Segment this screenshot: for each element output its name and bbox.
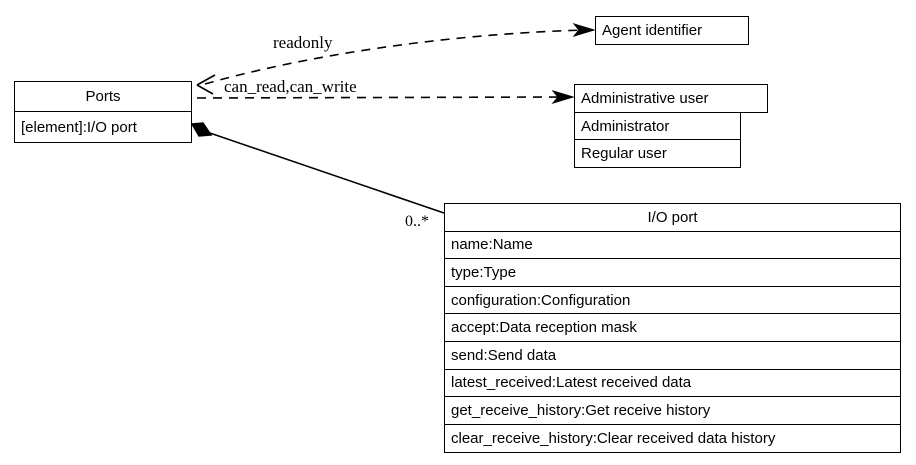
edge-composition-line (203, 130, 445, 214)
class-box-administrative-user[interactable]: Administrative user (574, 84, 768, 113)
class-attribute: latest_received:Latest received data (445, 370, 900, 398)
class-name-io-port: I/O port (445, 204, 900, 232)
class-attribute: [element]:I/O port (21, 118, 137, 136)
edge-canread-line (196, 96, 566, 99)
class-attribute: name:Name (445, 232, 900, 260)
class-name-administrative-user: Administrative user (581, 90, 709, 107)
class-attribute: type:Type (445, 259, 900, 287)
class-name-ports: Ports (15, 82, 191, 112)
class-attribute: clear_receive_history:Clear received dat… (451, 430, 776, 448)
edge-readonly-tail-arrow (196, 74, 216, 95)
edge-label-multiplicity: 0..* (405, 213, 429, 230)
class-box-io-port[interactable]: I/O port name:Name type:Type configurati… (444, 203, 901, 453)
edge-label-readonly: readonly (273, 33, 333, 52)
class-name-agent-identifier: Agent identifier (602, 22, 703, 39)
edge-readonly-arrowhead (572, 23, 596, 37)
class-attribute: Administrator (575, 113, 740, 140)
class-box-ports[interactable]: Ports [element]:I/O port (14, 81, 192, 143)
class-attributes-administrative-user[interactable]: Administrator Regular user (574, 112, 741, 168)
class-attribute: get_receive_history:Get receive history (445, 397, 900, 425)
class-attribute: send:Send data (445, 342, 900, 370)
class-attribute: accept:Data reception mask (445, 314, 900, 342)
class-box-agent-identifier[interactable]: Agent identifier (595, 16, 749, 45)
composition-diamond-icon (190, 122, 213, 137)
class-attribute: Regular user (581, 145, 667, 162)
edge-canread-arrowhead (551, 90, 575, 104)
edge-readonly-line (204, 29, 587, 85)
edge-label-can-read-can-write: can_read,can_write (224, 77, 357, 96)
class-attribute: configuration:Configuration (445, 287, 900, 315)
